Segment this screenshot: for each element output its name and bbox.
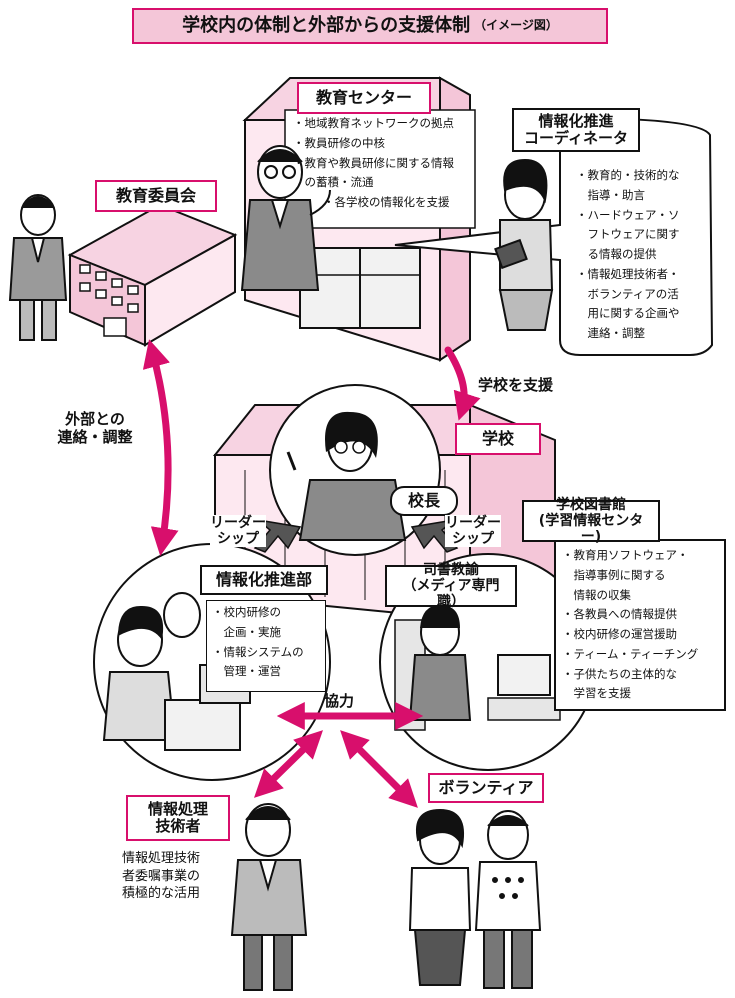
list-item-continuation: 用に関する企画や <box>587 306 680 321</box>
coordinator-label: 情報化推進 コーディネータ <box>512 108 640 152</box>
librarian-label: 司書教諭 （メディア専門職） <box>385 561 517 611</box>
info-dept-text: 情報化推進部 <box>215 569 312 589</box>
leadership-right-line2: シップ <box>452 531 494 548</box>
list-item-continuation: 指導事例に関する <box>573 567 666 582</box>
leadership-left-line1: リーダー <box>210 515 266 531</box>
list-item-continuation: フトウェアに関す <box>587 227 680 242</box>
librarian-label-line2: （メディア専門職） <box>402 577 500 611</box>
list-item: ティーム・ティーチング <box>562 645 722 665</box>
list-item: 各教員への情報提供 <box>562 605 722 625</box>
volunteer-label: ボランティア <box>428 773 544 803</box>
it-engineer-label: 情報処理 技術者 <box>126 795 230 841</box>
external-liaison-line2: 連絡・調整 <box>57 428 133 446</box>
info-dept-list: 校内研修の 企画・実施 情報システムの 管理・運営 <box>212 603 324 682</box>
education-board-text: 教育委員会 <box>115 185 196 205</box>
external-liaison-label: 外部との 連絡・調整 <box>40 410 150 446</box>
list-item: 地域教育ネットワークの拠点 <box>293 114 478 134</box>
it-engineer-desc-line1: 情報処理技術 <box>122 851 201 866</box>
board-official-figure <box>8 194 68 341</box>
list-item: 子供たちの主体的な <box>562 665 722 685</box>
external-liaison-line1: 外部との <box>65 410 125 428</box>
leadership-right-label: リーダー シップ <box>445 515 501 548</box>
list-item-continuation: 連絡・調整 <box>587 326 646 341</box>
info-dept-label: 情報化推進部 <box>200 565 328 595</box>
library-label-line2: (学習情報センター) <box>538 512 644 546</box>
list-item-continuation: る情報の提供 <box>587 247 657 262</box>
leadership-left-label: リーダー シップ <box>210 515 266 548</box>
cooperation-label: 協力 <box>324 692 355 710</box>
coordinator-figure <box>494 158 554 331</box>
leadership-left-line2: シップ <box>217 531 259 548</box>
connection-arrows <box>142 339 481 808</box>
it-engineer-figure <box>230 803 308 991</box>
volunteer-figures <box>408 808 542 989</box>
principal-label: 校長 <box>390 486 458 516</box>
it-engineer-desc-line2: 者委嘱事業の <box>122 868 201 884</box>
coordinator-label-line1: 情報化推進 <box>538 111 614 130</box>
librarian-circle <box>379 553 597 771</box>
list-item-continuation: の蓄積・流通 <box>304 175 374 190</box>
education-center-text: 教育センター <box>315 87 412 107</box>
list-item-continuation: 指導・助言 <box>587 187 646 202</box>
library-label-line1: 学校図書館 <box>556 496 626 513</box>
list-item-continuation: 情報の収集 <box>573 587 632 602</box>
education-center-list: 地域教育ネットワークの拠点 教員研修の中核 教育や教員研修に関する情報 の蓄積・… <box>293 114 478 213</box>
page-title: 学校内の体制と外部からの支援体制 （イメージ図） <box>132 8 608 44</box>
list-item-continuation: 管理・運営 <box>223 664 282 679</box>
education-center-label: 教育センター <box>297 82 431 114</box>
principal-text: 校長 <box>407 490 440 510</box>
coordinator-label-line2: コーディネータ <box>524 129 628 147</box>
library-list: 教育用ソフトウェア・ 指導事例に関する 情報の収集 各教員への情報提供 校内研修… <box>562 546 722 704</box>
list-item: 情報処理技術者・ <box>576 265 711 285</box>
education-board-label: 教育委員会 <box>95 180 217 212</box>
list-item-continuation: ボランティアの活 <box>587 286 679 301</box>
library-label: 学校図書館 (学習情報センター) <box>522 496 660 546</box>
list-item-continuation: 学習を支援 <box>573 686 632 701</box>
librarian-label-line1: 司書教諭 <box>423 561 479 578</box>
list-item: 各学校の情報化を支援 <box>293 193 478 213</box>
title-text: 学校内の体制と外部からの支援体制 <box>182 14 471 36</box>
coordinator-list: 教育的・技術的な 指導・助言 ハードウェア・ソ フトウェアに関す る情報の提供 … <box>576 166 711 344</box>
education-board-building <box>67 203 238 347</box>
list-item: 教育や教員研修に関する情報 <box>293 154 478 174</box>
list-item: 教育用ソフトウェア・ <box>562 546 722 566</box>
support-label: 学校を支援 <box>478 376 554 394</box>
it-engineer-label-line2: 技術者 <box>155 817 201 835</box>
it-engineer-desc-line3: 積極的な活用 <box>122 886 201 902</box>
list-item-continuation: 企画・実施 <box>223 624 282 639</box>
it-engineer-desc: 情報処理技術 者委嘱事業の 積極的な活用 <box>122 850 200 903</box>
list-item: 校内研修の運営援助 <box>562 625 722 645</box>
school-text: 学校 <box>481 428 514 448</box>
list-item: 情報システムの <box>212 643 324 663</box>
list-item: 校内研修の <box>212 603 324 623</box>
list-item: ハードウェア・ソ <box>576 206 711 226</box>
leadership-right-line1: リーダー <box>445 515 501 531</box>
title-note: （イメージ図） <box>474 18 558 33</box>
list-item: 教員研修の中核 <box>293 134 478 154</box>
volunteer-text: ボランティア <box>438 777 534 797</box>
list-item: 教育的・技術的な <box>576 166 711 186</box>
it-engineer-label-line1: 情報処理 <box>147 799 208 818</box>
school-label: 学校 <box>455 423 541 455</box>
